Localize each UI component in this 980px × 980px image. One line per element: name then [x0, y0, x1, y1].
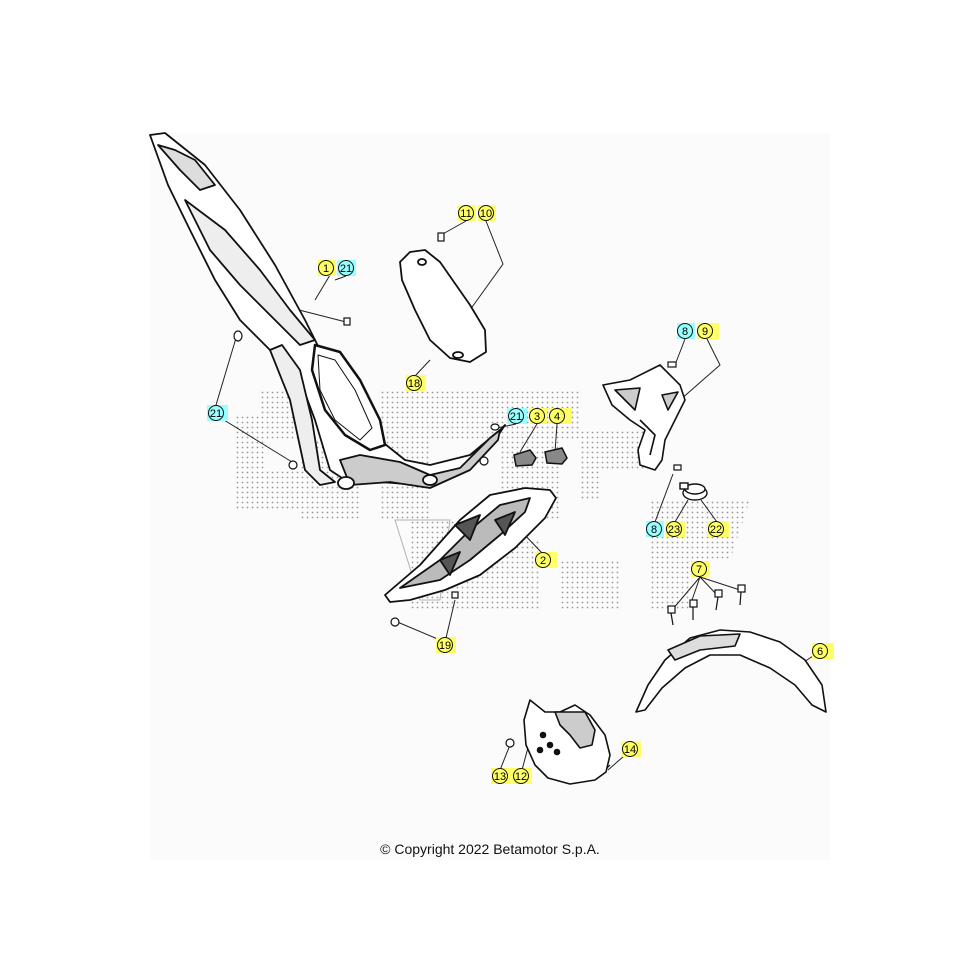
callout-19-text: 19 [439, 640, 451, 652]
callout-10: 10 [478, 205, 496, 221]
part-bracket [602, 364, 686, 471]
callout-1: 1 [318, 260, 336, 276]
callout-8-bottom: 8 [646, 521, 664, 537]
callout-labels: 11 10 1 21 8 [207, 205, 834, 784]
callout-11-text: 11 [460, 208, 471, 220]
callout-21-top: 21 [337, 260, 356, 276]
callout-9-text: 9 [702, 326, 708, 338]
callout-3-text: 3 [534, 411, 540, 423]
callout-13: 13 [491, 768, 511, 784]
callout-8-bottom-text: 8 [651, 524, 657, 536]
callout-21-left-text: 21 [210, 408, 222, 420]
callout-21-top-text: 21 [340, 263, 352, 275]
callout-19: 19 [436, 637, 456, 653]
callout-22: 22 [707, 521, 729, 537]
callout-7: 7 [691, 561, 709, 577]
callout-23-text: 23 [668, 524, 680, 536]
callout-4-text: 4 [554, 411, 560, 423]
callout-2-text: 2 [540, 555, 546, 567]
callout-6-text: 6 [817, 646, 823, 658]
copyright-notice: © Copyright 2022 Betamotor S.p.A. [380, 841, 600, 857]
callout-22-text: 22 [710, 524, 722, 536]
part-disc-guard [523, 699, 611, 785]
callout-3: 3 [529, 408, 547, 424]
callout-11: 11 [458, 205, 476, 221]
part-guard [384, 487, 557, 603]
callout-1-text: 1 [323, 263, 329, 275]
callout-4: 4 [549, 408, 571, 424]
callout-18-text: 18 [408, 378, 420, 390]
callout-10-text: 10 [480, 208, 492, 220]
callout-12: 12 [512, 768, 532, 784]
callout-9: 9 [697, 323, 719, 339]
callout-14: 14 [621, 741, 641, 757]
callout-14-text: 14 [624, 744, 636, 756]
callout-23: 23 [665, 521, 685, 537]
callout-8-top: 8 [677, 323, 695, 339]
leader-lines [215, 220, 814, 771]
callout-21-left: 21 [207, 405, 228, 421]
callout-21-mid: 21 [507, 408, 527, 424]
callout-7-text: 7 [696, 564, 702, 576]
part-fender [635, 629, 827, 713]
callout-12-text: 12 [515, 771, 527, 783]
callout-8-top-text: 8 [682, 326, 688, 338]
part-clips [513, 447, 568, 467]
part-clamp [679, 482, 708, 501]
part-cover [399, 249, 487, 363]
callout-21-mid-text: 21 [510, 411, 522, 423]
callout-18: 18 [406, 375, 426, 391]
part-side-panel [149, 132, 506, 490]
callout-13-text: 13 [494, 771, 506, 783]
bolts [233, 232, 746, 776]
callout-6: 6 [812, 643, 834, 659]
callout-2: 2 [535, 552, 557, 568]
